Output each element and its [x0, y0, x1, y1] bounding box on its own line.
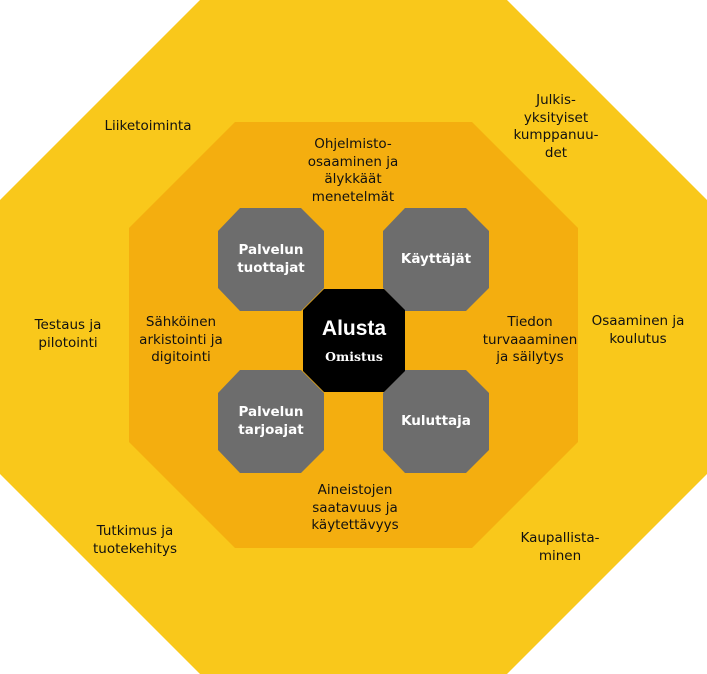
node-label-kayttajat: Käyttäjät — [400, 250, 472, 267]
middle-label-sahkoinen-arkistointi: Sähköinen arkistointi ja digitointi — [139, 314, 223, 366]
outer-label-julkis-yksityiset-kumppanuudet: Julkis- yksityiset kumppanuu- det — [513, 92, 599, 161]
outer-label-testaus-ja-pilotointi: Testaus ja pilotointi — [34, 317, 102, 351]
outer-label-tutkimus-ja-tuotekehitys: Tutkimus ja tuotekehitys — [93, 523, 177, 557]
center-subtitle: Omistus — [325, 349, 383, 364]
node-palvelun-tarjoajat — [218, 370, 324, 473]
outer-label-liiketoiminta: Liiketoiminta — [104, 118, 192, 134]
middle-label-ohjelmisto-osaaminen: Ohjelmisto- osaaminen ja älykkäät menete… — [307, 136, 399, 205]
outer-label-osaaminen-ja-koulutus: Osaaminen ja koulutus — [591, 313, 685, 347]
outer-label-kaupallistaminen: Kaupallista- minen — [520, 530, 600, 564]
center-title: Alusta — [321, 317, 387, 340]
middle-label-tiedon-turvaaminen: Tiedon turvaaaminen ja säilytys — [482, 314, 578, 366]
node-kuluttaja — [383, 370, 489, 473]
middle-label-aineistojen-saatavuus: Aineistojen saatavuus ja käytettävyys — [311, 482, 399, 534]
node-palvelun-tuottajat — [218, 208, 324, 311]
node-label-palvelun-tarjoajat: Palvelun tarjoajat — [238, 403, 304, 438]
node-kayttajat — [383, 208, 489, 311]
node-label-kuluttaja: Kuluttaja — [401, 412, 471, 429]
center-octagon — [303, 289, 405, 392]
node-label-palvelun-tuottajat: Palvelun tuottajat — [237, 241, 305, 276]
